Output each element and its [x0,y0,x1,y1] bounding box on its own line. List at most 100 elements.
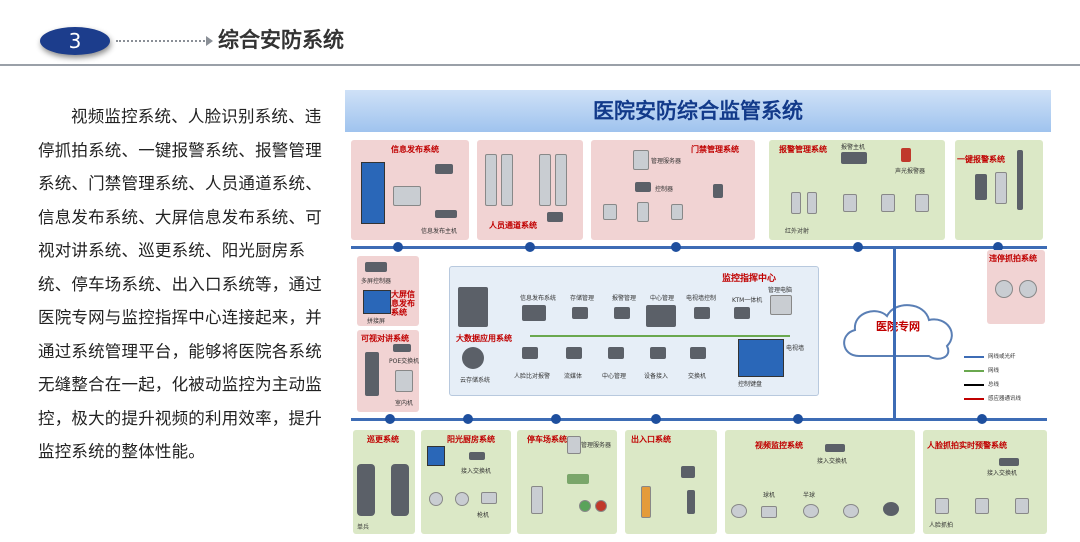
network-node-icon [463,414,473,424]
fingerprint-icon [713,184,723,198]
label-infrared: 红外对射 [785,228,810,235]
label-big-screen: 大屏信息发布系统 [391,290,415,317]
infrared-icon [791,192,801,214]
switch-icon [469,452,485,460]
switch-icon [825,444,845,452]
network-node-icon [385,414,395,424]
security-diagram: 医院安防综合监管系统 信息发布系统 信息发布主机 人员通道系统 门禁管理系统 管… [345,90,1051,538]
label-patrol: 巡更系统 [367,435,399,444]
alarm-pillar-icon [975,174,987,200]
section-title: 综合安防系统 [218,28,344,52]
kiosk-icon [361,162,385,224]
detector-icon [881,194,895,212]
display-icon [427,446,445,466]
fisheye-camera-icon [883,502,899,516]
label-violation: 违停抓拍系统 [989,254,1037,263]
door-station-icon [365,352,379,396]
label-device-access: 设备接入 [644,373,669,380]
legend-item: 总线 [964,380,1048,390]
label-video-monitor: 视频监控系统 [755,441,803,450]
patrol-device-icon [391,464,409,516]
half-ball-camera-icon [803,504,819,518]
label-streaming: 流媒体 [564,373,583,380]
label-access-control: 门禁管理系统 [691,145,739,154]
label-alarm-manage: 报警管理 [612,295,637,302]
panel-entrance: 出入口系统 [625,430,717,534]
network-label: 医院专网 [876,320,920,333]
network-node-icon [671,242,681,252]
label-control-kb: 控制键盘 [738,381,763,388]
body-paragraph: 视频监控系统、人脸识别系统、违停抓拍系统、一键报警系统、报警管理系统、门禁管理系… [38,107,322,461]
speed-dome-icon [843,504,859,518]
network-node-icon [993,242,1003,252]
cloud-storage-icon [462,347,484,369]
display-icon [393,186,421,206]
parking-controller-icon [567,474,589,484]
label-info-release: 信息发布系统 [391,145,439,154]
monitor-pc-icon [770,295,792,315]
guidance-screen-icon [531,486,543,514]
label-personnel-channel: 人员通道系统 [489,221,537,230]
legend-item: 网线或光纤 [964,352,1048,362]
network-node-icon [651,414,661,424]
infrared-icon [807,192,817,214]
siren-icon [901,148,911,162]
ticket-machine-icon [687,490,695,514]
slide-header: 3 综合安防系统 [0,0,1080,68]
legend-swatch [964,370,984,372]
panel-video-monitor: 视频监控系统 接入交换机 球机 半球 [725,430,915,534]
legend-text: 感应器通讯线 [988,396,1022,402]
legend-item: 感应器通讯线 [964,394,1048,404]
video-wall-control-icon [646,305,676,327]
label-ball-cam: 球机 [763,492,776,499]
label-controller: 控制器 [655,186,674,193]
label-entrance: 出入口系统 [631,435,671,444]
label-sunshine-kitchen: 阳光厨房系统 [447,435,495,444]
label-half-ball: 半球 [803,492,816,499]
label-gun-cam: 枪机 [477,512,490,519]
storage-icon [572,307,588,319]
label-face-switch: 接入交换机 [987,470,1018,477]
label-storage: 存储管理 [570,295,595,302]
face-camera-icon [1015,498,1029,514]
panel-access-control: 门禁管理系统 管理服务器 控制器 [591,140,755,240]
turnstile-icon [501,154,513,206]
face-compare-icon [522,347,538,359]
legend-swatch [964,356,984,358]
tv-wall-icon [738,339,784,377]
label-intercom: 可视对讲系统 [361,334,409,343]
label-info-host: 信息发布主机 [421,228,458,235]
label-poe-switch: POE交换机 [389,358,420,365]
card-reader-icon [603,204,617,220]
half-ball-camera-icon [429,492,443,506]
panel-one-key-alarm: 一键报警系统 [955,140,1043,240]
switch-icon [547,212,563,222]
server-rack-icon [458,287,488,327]
controller-icon [635,182,651,192]
parking-sensor-icon [579,500,591,512]
face-camera-icon [935,498,949,514]
diagram-title: 医院安防综合监管系统 [593,99,803,123]
panel-violation: 违停抓拍系统 [987,250,1045,324]
decoder-icon [694,307,710,319]
gun-camera-icon [481,492,497,504]
legend-text: 总线 [988,382,1000,388]
panel-big-screen: 多屏控制器 大屏信息发布系统 拼接屏 [357,256,419,326]
server-icon [522,305,546,321]
panel-intercom: 可视对讲系统 POE交换机 室内机 [357,330,419,412]
detector-icon [843,194,857,212]
section-number-badge: 3 [40,27,110,55]
panel-command-center: 监控指挥中心 大数据应用系统 云存储系统 信息发布系统 存储管理 报警管理 中心… [449,266,819,396]
patrol-device-icon [357,464,375,516]
panel-parking: 停车场系统 管理服务器 [517,430,617,534]
label-mgmt-server: 管理服务器 [651,158,682,165]
label-multi-screen: 多屏控制器 [361,278,392,285]
face-camera-icon [975,498,989,514]
network-node-icon [393,242,403,252]
label-center-manage-2: 中心管理 [602,373,627,380]
network-bus-top [351,246,1047,249]
controller-icon [681,466,695,478]
label-cloud-storage: 云存储系统 [460,377,491,384]
switch-icon [999,458,1019,466]
camera-icon [1019,280,1037,298]
